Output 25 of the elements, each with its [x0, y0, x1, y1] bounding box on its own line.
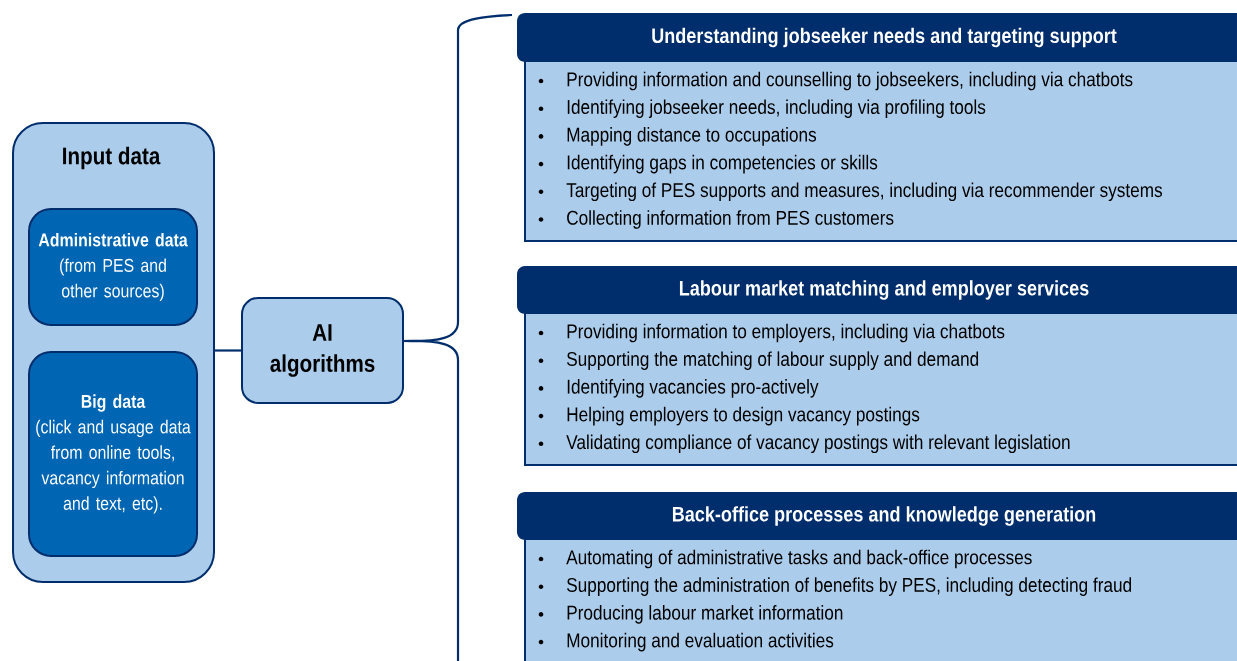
- bullet-item: Supporting the matching of labour supply and demand: [538, 351, 979, 370]
- bullet-item: Targeting of PES supports and measures, including via recommender systems: [538, 182, 1163, 202]
- list-panel: [517, 13, 1237, 242]
- bullet-item: Validating compliance of vacancy postings with relevant legislation: [538, 434, 1070, 454]
- list-panel: [517, 492, 1237, 661]
- bullet-item: Monitoring and evaluation activities: [538, 632, 834, 652]
- bullet-item: Mapping distance to occupations: [538, 127, 817, 146]
- data-box: Administrative data (from PES and other sources): [28, 208, 198, 326]
- bullet-item: Identifying gaps in competencies or skills: [538, 154, 878, 174]
- panel-heading: Back-office processes and knowledge generation: [672, 506, 1096, 526]
- bullet-item: Supporting the administration of benefits by PES, including detecting fraud: [538, 577, 1132, 596]
- connector-line: [215, 349, 241, 352]
- bullet-item: Identifying vacancies pro-actively: [538, 379, 819, 398]
- bullet-item: Collecting information from PES customers: [538, 210, 894, 229]
- bullet-item: Producing labour market information: [538, 605, 843, 624]
- panel-heading: Understanding jobseeker needs and targeting support: [652, 27, 1117, 48]
- bullet-item: Providing information and counselling to jobseekers, including via chatbots: [538, 71, 1133, 91]
- bullet-item: Providing information to employers, including via chatbots: [538, 323, 1005, 343]
- bullet-item: Identifying jobseeker needs, including via profiling tools: [538, 99, 986, 118]
- process-box: AI algorithms: [241, 297, 404, 404]
- panel-heading: Labour market matching and employer services: [679, 280, 1089, 300]
- list-panel: [517, 266, 1237, 466]
- bullet-item: Automating of administrative tasks and back-office processes: [538, 549, 1032, 569]
- data-box: Big data (click and usage data from online tools, vacancy information and text, etc).: [28, 351, 198, 557]
- bullet-item: Helping employers to design vacancy postings: [538, 406, 920, 426]
